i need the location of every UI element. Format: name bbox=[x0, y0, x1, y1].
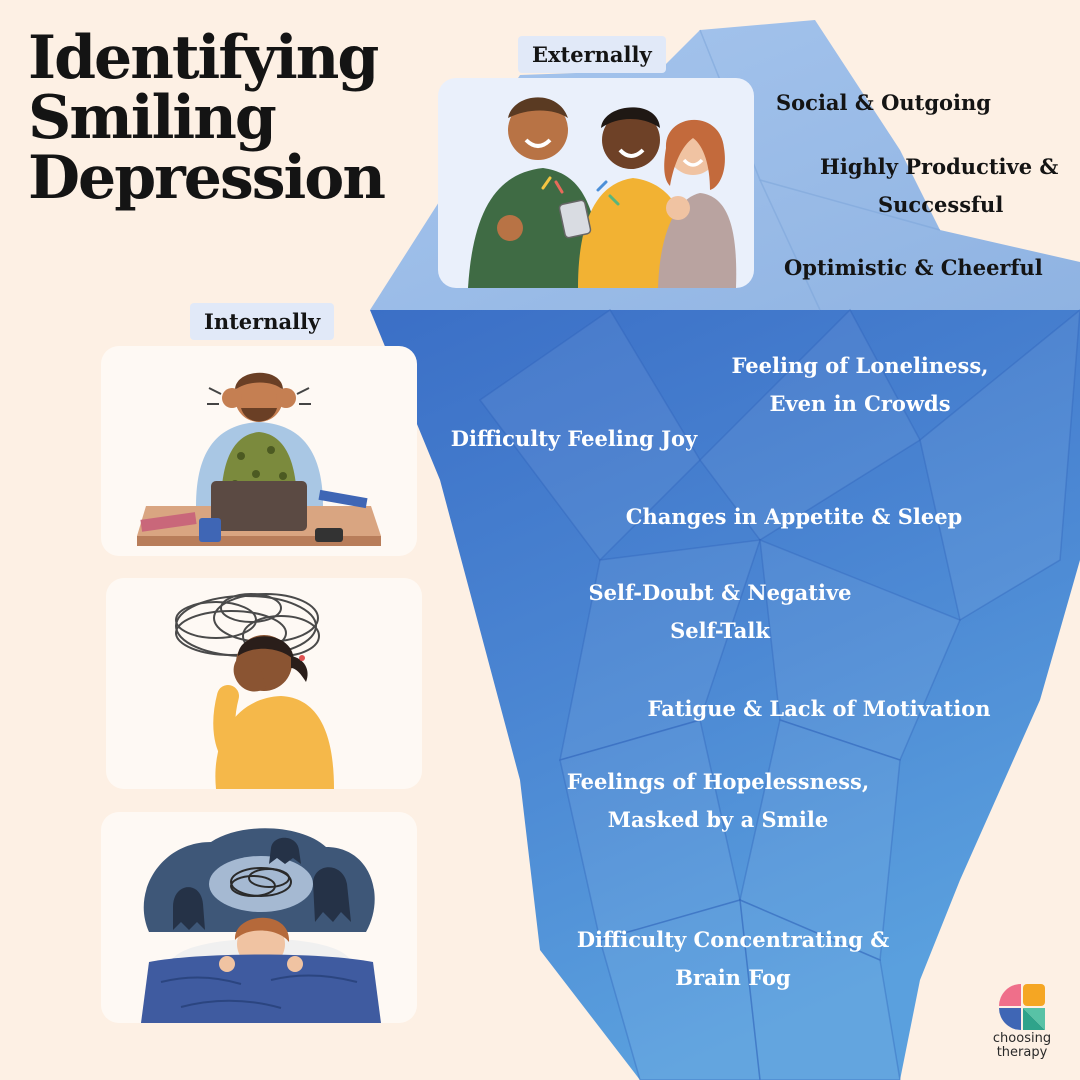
internal-trait: Feelings of Hopelessness, Masked by a Sm… bbox=[567, 763, 869, 839]
logo-text-line: therapy bbox=[996, 1045, 1048, 1060]
external-trait: Social & Outgoing bbox=[776, 90, 991, 115]
stressed-man-laptop-illustration bbox=[137, 372, 381, 546]
internal-trait: Self-Doubt & Negative Self-Talk bbox=[588, 574, 851, 650]
logo-text-line: choosing bbox=[992, 1031, 1052, 1046]
internal-trait-line: Self-Doubt & Negative bbox=[588, 580, 852, 605]
stressed-man-card bbox=[101, 346, 417, 556]
internally-tag: Internally bbox=[190, 303, 335, 340]
woman-tangled-thoughts-illustration bbox=[175, 593, 334, 789]
title-line: Smiling bbox=[28, 83, 277, 153]
child-hiding-ghosts-illustration bbox=[141, 828, 381, 1023]
external-trait: Highly Productive & bbox=[820, 154, 1059, 179]
external-trait: Optimistic & Cheerful bbox=[784, 255, 1043, 280]
internal-trait-line: Difficulty Feeling Joy bbox=[450, 426, 698, 451]
internal-trait-line: Fatigue & Lack of Motivation bbox=[647, 696, 991, 721]
choosing-therapy-logo: choosing therapy bbox=[982, 982, 1062, 1060]
internal-trait-line: Self-Talk bbox=[670, 618, 770, 643]
hiding-child-card bbox=[101, 812, 417, 1023]
externally-tag: Externally bbox=[518, 36, 666, 73]
internal-trait: Difficulty Concentrating & Brain Fog bbox=[577, 921, 889, 997]
internal-trait: Fatigue & Lack of Motivation bbox=[647, 690, 990, 728]
internal-trait-line: Feelings of Hopelessness, bbox=[566, 769, 870, 794]
internal-trait-line: Changes in Appetite & Sleep bbox=[625, 504, 963, 529]
tangled-thoughts-card bbox=[106, 578, 422, 789]
internal-trait-line: Difficulty Concentrating & bbox=[576, 927, 890, 952]
logo-mark-icon bbox=[999, 984, 1045, 1030]
title-line: Depression bbox=[28, 143, 386, 213]
title-line: Identifying bbox=[28, 23, 379, 93]
internal-trait-line: Even in Crowds bbox=[769, 391, 951, 416]
internal-trait-line: Feeling of Loneliness, bbox=[731, 353, 989, 378]
internal-trait: Difficulty Feeling Joy bbox=[451, 420, 698, 458]
internal-trait: Changes in Appetite & Sleep bbox=[626, 498, 962, 536]
friends-card bbox=[438, 78, 754, 288]
page-title: Identifying Smiling Depression bbox=[28, 28, 428, 208]
internal-trait-line: Brain Fog bbox=[675, 965, 791, 990]
external-trait: Successful bbox=[878, 192, 1004, 217]
internal-trait: Feeling of Loneliness, Even in Crowds bbox=[732, 347, 989, 423]
internal-trait-line: Masked by a Smile bbox=[607, 807, 829, 832]
friends-laughing-illustration bbox=[468, 97, 737, 288]
